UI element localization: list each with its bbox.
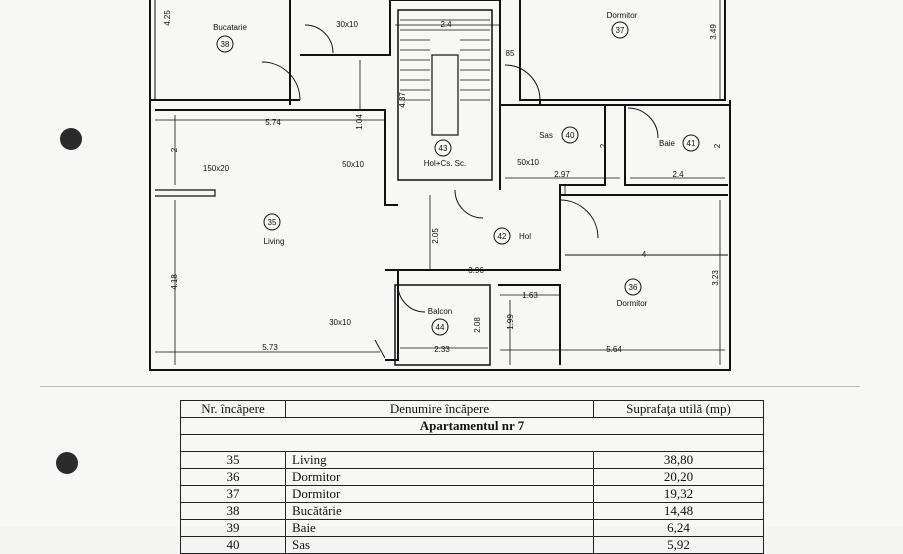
table-row: 36 Dormitor 20,20 xyxy=(180,468,764,486)
apartment-title: Apartamentul nr 7 xyxy=(180,417,764,435)
room-number: 36 xyxy=(629,283,638,292)
punch-hole xyxy=(56,452,78,474)
column-header: Denumire încăpere xyxy=(285,400,594,418)
room-number: 44 xyxy=(436,323,445,332)
dimension-label: 2 xyxy=(599,143,608,148)
room-name: Sas xyxy=(539,131,553,140)
room-number: 35 xyxy=(268,218,277,227)
area-cell: 6,24 xyxy=(593,519,764,537)
dimension-label: 5.64 xyxy=(606,345,622,354)
column-header: Nr. încăpere xyxy=(180,400,286,418)
dimension-label: 1.99 xyxy=(506,314,515,330)
dimension-label: 2.97 xyxy=(554,170,570,179)
dimension-label: 1.04 xyxy=(355,114,364,130)
dimension-label: 2.33 xyxy=(434,345,450,354)
table-row: 39 Baie 6,24 xyxy=(180,519,764,537)
dimension-label: 2.08 xyxy=(473,317,482,333)
area-cell: 5,92 xyxy=(593,536,764,554)
dimension-label: 4.25 xyxy=(163,10,172,26)
dimension-label: 2 xyxy=(170,147,179,152)
apartment-row: Apartamentul nr 7 xyxy=(180,417,764,435)
room-number: 37 xyxy=(616,26,625,35)
area-table: Nr. încăpere Denumire încăpere Suprafaţa… xyxy=(180,400,764,554)
table-header-row: Nr. încăpere Denumire încăpere Suprafaţa… xyxy=(180,400,764,418)
dimension-label: 30x10 xyxy=(336,20,358,29)
dimension-label: 2 xyxy=(713,143,722,148)
outer-wall xyxy=(149,0,731,371)
room-nr-cell: 38 xyxy=(180,502,286,520)
divider xyxy=(40,386,860,387)
room-name-cell: Dormitor xyxy=(285,485,594,503)
scanned-page: 38 37 43 40 41 35 42 36 44 Bucatarie Dor… xyxy=(40,0,860,554)
room-nr-cell: 37 xyxy=(180,485,286,503)
dimension-label: 3.23 xyxy=(711,270,720,286)
dimension-label: 5.73 xyxy=(262,343,278,352)
table-row: 38 Bucătărie 14,48 xyxy=(180,502,764,520)
floor-plan: 38 37 43 40 41 35 42 36 44 Bucatarie Dor… xyxy=(149,0,731,371)
dimension-label: 3.96 xyxy=(468,266,484,275)
table-row: 37 Dormitor 19,32 xyxy=(180,485,764,503)
dimension-label: 4 xyxy=(642,250,647,259)
room-name: Dormitor xyxy=(617,299,648,308)
room-name: Hol+Cs. Sc. xyxy=(424,159,466,168)
room-name-cell: Sas xyxy=(285,536,594,554)
room-name-cell: Living xyxy=(285,451,594,469)
dimension-label: 150x20 xyxy=(203,164,230,173)
room-number: 40 xyxy=(566,131,575,140)
room-name: Dormitor xyxy=(607,11,638,20)
room-name: Hol xyxy=(519,232,531,241)
room-name: Baie xyxy=(659,139,676,148)
table-row: 35 Living 38,80 xyxy=(180,451,764,469)
room-name-cell: Bucătărie xyxy=(285,502,594,520)
dimension-label: 30x10 xyxy=(329,318,351,327)
area-cell: 38,80 xyxy=(593,451,764,469)
room-nr-cell: 35 xyxy=(180,451,286,469)
room-number: 41 xyxy=(687,139,696,148)
area-cell: 20,20 xyxy=(593,468,764,486)
dimension-label: 2.4 xyxy=(672,170,684,179)
dimension-label: 4.18 xyxy=(170,274,179,290)
room-nr-cell: 39 xyxy=(180,519,286,537)
room-name-cell: Baie xyxy=(285,519,594,537)
area-cell: 19,32 xyxy=(593,485,764,503)
room-number: 43 xyxy=(439,144,448,153)
dimension-label: 1.63 xyxy=(522,291,538,300)
room-number: 38 xyxy=(221,40,230,49)
dimension-label: 50x10 xyxy=(342,160,364,169)
room-name-cell: Dormitor xyxy=(285,468,594,486)
dimension-label: 50x10 xyxy=(517,158,539,167)
area-cell: 14,48 xyxy=(593,502,764,520)
room-number: 42 xyxy=(498,232,507,241)
dimension-label: 4.37 xyxy=(398,92,407,108)
room-name: Bucatarie xyxy=(213,23,247,32)
dimension-label: 2.05 xyxy=(431,228,440,244)
room-name: Balcon xyxy=(428,307,452,316)
room-nr-cell: 40 xyxy=(180,536,286,554)
punch-hole xyxy=(60,128,82,150)
table-row: 40 Sas 5,92 xyxy=(180,536,764,554)
dimension-label: 5.74 xyxy=(265,118,281,127)
dimension-label: 2.4 xyxy=(440,20,452,29)
dimension-label: 85 xyxy=(506,49,515,58)
room-nr-cell: 36 xyxy=(180,468,286,486)
column-header: Suprafaţa utilă (mp) xyxy=(593,400,764,418)
dimension-label: 3.49 xyxy=(709,24,718,40)
room-name: Living xyxy=(264,237,285,246)
